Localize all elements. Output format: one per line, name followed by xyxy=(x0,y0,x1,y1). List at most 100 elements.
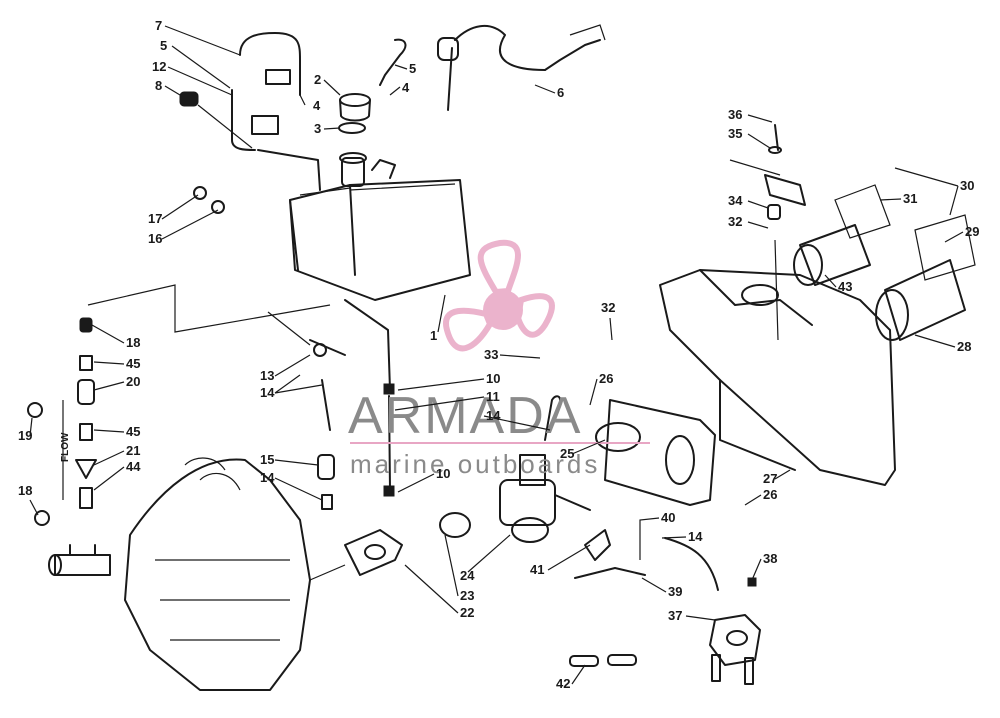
callout-number: 32 xyxy=(601,300,615,315)
callout-number: 11 xyxy=(486,389,500,404)
callout-number: 17 xyxy=(148,211,162,226)
callout-number: 14 xyxy=(260,385,275,400)
callout-leader xyxy=(483,415,551,431)
callout-leader xyxy=(323,127,341,130)
grommet-8 xyxy=(179,91,253,149)
watermark-tagline: marine outboards xyxy=(350,449,600,479)
callout-number: 20 xyxy=(126,374,140,389)
adapter-flange xyxy=(595,399,716,506)
callout-leader xyxy=(589,378,598,406)
callout-number: 19 xyxy=(18,428,32,443)
callout-number: 7 xyxy=(155,18,162,33)
callout-leader xyxy=(93,361,125,365)
fuel-pump xyxy=(569,529,761,685)
callout-leader xyxy=(824,274,837,288)
callout-number: 37 xyxy=(668,608,682,623)
callout-number: 18 xyxy=(126,335,140,350)
callout-leader xyxy=(499,354,541,359)
callout-leader xyxy=(397,473,435,493)
callout-leader xyxy=(394,64,408,70)
callout-number: 36 xyxy=(728,107,742,122)
callout-leader xyxy=(437,294,446,333)
callout-number: 31 xyxy=(903,191,917,206)
callout-number: 5 xyxy=(160,38,167,53)
callout-leader xyxy=(747,114,773,123)
callout-number: 18 xyxy=(18,483,32,498)
callout-leader xyxy=(547,544,591,571)
fuel-line-center xyxy=(267,311,346,510)
callout-number: 43 xyxy=(838,279,852,294)
callout-leader xyxy=(639,517,660,560)
callout-number: 16 xyxy=(148,231,162,246)
callout-number: 21 xyxy=(126,443,140,458)
flow-label: FLOW xyxy=(60,432,71,462)
carburetor xyxy=(499,395,591,543)
callout-leader xyxy=(93,466,125,491)
intake-manifold xyxy=(344,512,471,576)
callout-leader xyxy=(879,198,902,201)
callout-leader xyxy=(747,200,769,209)
washer-16-17 xyxy=(193,186,225,214)
callout-number: 27 xyxy=(763,471,777,486)
callout-leader xyxy=(274,477,323,501)
callout-leader xyxy=(914,334,956,348)
airbox xyxy=(659,269,896,486)
callout-number: 34 xyxy=(728,193,743,208)
callout-number: 14 xyxy=(688,529,703,544)
callout-leader xyxy=(467,534,511,573)
callout-leader xyxy=(167,66,233,96)
callout-number: 5 xyxy=(409,61,416,76)
callout-number: 13 xyxy=(260,368,274,383)
callout-number: 23 xyxy=(460,588,474,603)
callout-leader xyxy=(534,84,556,94)
callout-leader xyxy=(164,85,181,96)
callout-leader xyxy=(171,45,231,89)
callout-number: 15 xyxy=(260,452,274,467)
callout-leader xyxy=(571,664,586,685)
callout-leader xyxy=(609,317,613,341)
callout-leader xyxy=(397,378,485,391)
vent-hoses xyxy=(231,32,321,191)
callout-number: 10 xyxy=(486,371,500,386)
propeller-logo-icon xyxy=(442,239,555,352)
callout-leader xyxy=(744,494,762,506)
callout-number: 35 xyxy=(728,126,742,141)
callout-number: 26 xyxy=(763,487,777,502)
callout-number: 26 xyxy=(599,371,613,386)
callout-leader xyxy=(404,564,459,614)
callout-leader xyxy=(29,417,33,437)
callout-number: 41 xyxy=(530,562,544,577)
engine-block xyxy=(124,457,346,691)
callout-leader xyxy=(93,450,125,466)
callout-leader xyxy=(944,231,964,243)
callout-labels: 1234455678101011121314141414151617181819… xyxy=(18,18,979,691)
callout-leader xyxy=(894,167,959,216)
tank-cap xyxy=(338,93,371,134)
callout-leader xyxy=(161,209,219,240)
callout-leader xyxy=(274,354,311,377)
callout-number: 14 xyxy=(486,408,501,423)
callout-number: 3 xyxy=(314,121,321,136)
intake-silencers xyxy=(793,184,976,341)
callout-number: 39 xyxy=(668,584,682,599)
callout-leader xyxy=(751,558,762,581)
callout-leader xyxy=(161,194,199,220)
callout-leader xyxy=(299,94,306,106)
callout-leader xyxy=(29,499,39,516)
watermark-brand: ARMADA xyxy=(348,387,582,445)
callout-leader xyxy=(661,536,687,539)
callout-number: 22 xyxy=(460,605,474,620)
callout-number: 4 xyxy=(402,80,410,95)
callout-number: 24 xyxy=(460,568,475,583)
callout-leader xyxy=(274,374,323,394)
callout-number: 25 xyxy=(560,446,574,461)
fuel-filter-line xyxy=(27,284,331,576)
callout-number: 10 xyxy=(436,466,450,481)
callout-number: 6 xyxy=(557,85,564,100)
callout-leader xyxy=(774,469,791,480)
callout-number: 38 xyxy=(763,551,777,566)
callout-leader xyxy=(394,396,485,411)
callout-number: 30 xyxy=(960,178,974,193)
callout-leader xyxy=(93,381,125,391)
